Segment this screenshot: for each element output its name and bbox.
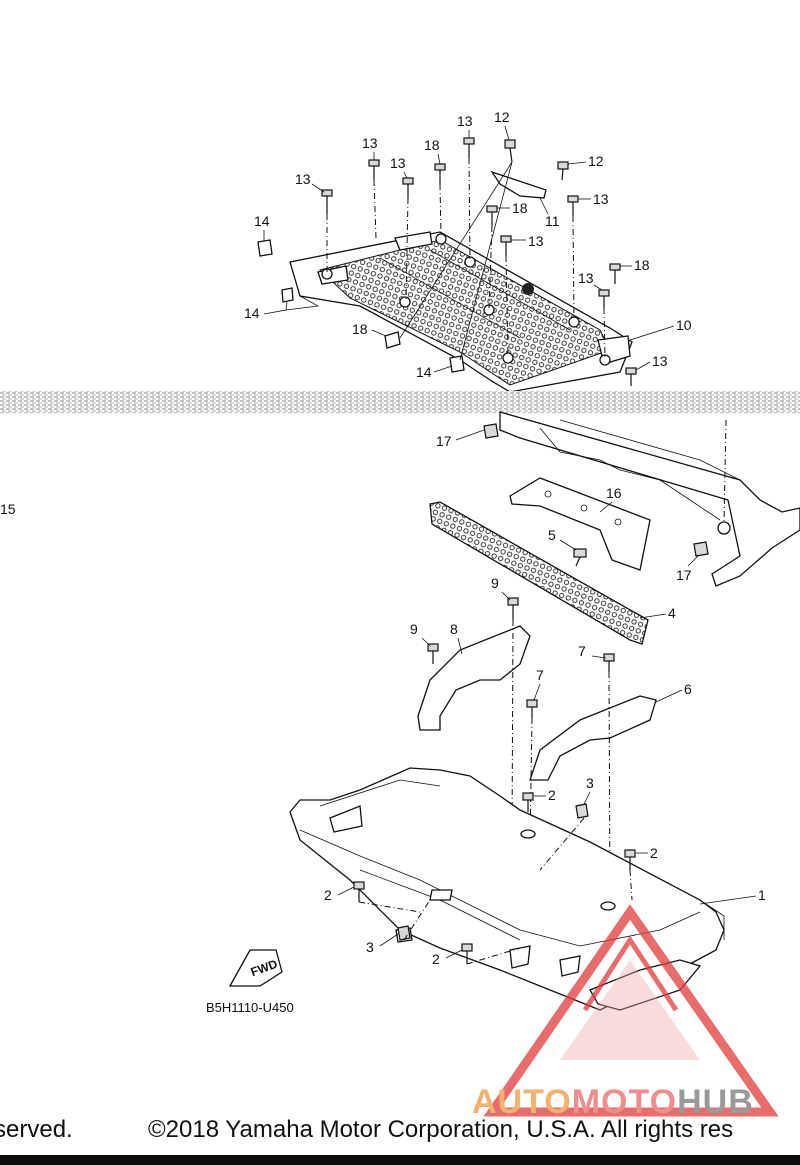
callout-2: 2 — [324, 887, 332, 903]
bolts-upper — [321, 137, 637, 386]
footer-left-text: served. — [0, 1116, 73, 1143]
callout-13: 13 — [578, 270, 594, 286]
alignment-lines-upper — [326, 157, 606, 361]
callout-13: 13 — [390, 155, 406, 171]
drawing-code: B5H1110-U450 — [206, 1000, 294, 1015]
brand-auto: AUTO — [472, 1083, 572, 1121]
clip-17a — [483, 423, 499, 439]
callout-8: 8 — [450, 621, 458, 637]
clip-5 — [573, 548, 587, 567]
plate-16 — [509, 477, 651, 571]
callout-13: 13 — [362, 135, 378, 151]
callout-14: 14 — [416, 364, 432, 380]
mesh-panel-4 — [429, 501, 649, 645]
callout-18: 18 — [424, 137, 440, 153]
alignment-lines-middle — [511, 619, 611, 901]
callout-12: 12 — [588, 153, 604, 169]
bolts-middle — [427, 597, 615, 718]
callouts: 13 13 13 13 13 13 13 13 18 18 18 18 12 1… — [0, 109, 766, 967]
callout-14: 14 — [254, 213, 270, 229]
callout-16: 16 — [606, 485, 622, 501]
callout-18: 18 — [512, 200, 528, 216]
callout-13: 13 — [652, 353, 668, 369]
callout-15: 15 — [0, 501, 16, 517]
clip-14b — [281, 287, 294, 303]
callout-12: 12 — [494, 109, 510, 125]
callout-3: 3 — [586, 775, 594, 791]
clip-17b — [693, 541, 709, 557]
footer-copyright: ©2018 Yamaha Motor Corporation, U.S.A. A… — [148, 1116, 734, 1143]
bracket-11 — [490, 170, 547, 199]
callout-9: 9 — [410, 621, 418, 637]
scan-noise-band — [0, 391, 800, 413]
callout-2: 2 — [548, 787, 556, 803]
bottom-bar — [0, 1155, 800, 1165]
callout-13: 13 — [457, 113, 473, 129]
bracket-6 — [529, 695, 657, 781]
brand-moto: MOTO — [571, 1083, 678, 1121]
callout-17: 17 — [436, 433, 452, 449]
callout-18: 18 — [352, 321, 368, 337]
bracket-8 — [417, 625, 531, 731]
callout-11: 11 — [545, 213, 560, 229]
callout-14: 14 — [244, 305, 260, 321]
clip-14c — [449, 355, 465, 373]
callout-10: 10 — [676, 317, 692, 333]
clip-18 — [384, 331, 401, 349]
callout-13: 13 — [528, 233, 544, 249]
callout-13: 13 — [295, 171, 311, 187]
bolts-lower — [353, 792, 636, 964]
rear-rail — [499, 411, 800, 587]
clip-14a — [257, 239, 273, 257]
callout-4: 4 — [668, 605, 676, 621]
callout-2: 2 — [650, 845, 658, 861]
callout-7: 7 — [536, 667, 544, 683]
floor-cover-10 — [289, 231, 633, 393]
clip-3b — [397, 925, 411, 941]
clip-3a — [575, 803, 589, 819]
callout-1: 1 — [758, 887, 766, 903]
callout-3: 3 — [366, 939, 374, 955]
callout-17: 17 — [676, 567, 692, 583]
copyright-footer: served. ©2018 Yamaha Motor Corporation, … — [0, 1116, 800, 1146]
callout-13: 13 — [593, 191, 609, 207]
watermark-brand: AUTOMOTOHUB — [472, 1083, 754, 1122]
fwd-arrow: FWD — [228, 949, 283, 987]
alignment-lines-lower — [358, 817, 633, 965]
watermark-logo — [483, 904, 779, 1117]
callout-18: 18 — [634, 257, 650, 273]
callout-6: 6 — [684, 681, 692, 697]
brand-hub: HUB — [677, 1083, 754, 1121]
callout-2: 2 — [432, 951, 440, 967]
callout-5: 5 — [548, 527, 556, 543]
callout-7: 7 — [578, 643, 586, 659]
callout-9: 9 — [491, 575, 499, 591]
